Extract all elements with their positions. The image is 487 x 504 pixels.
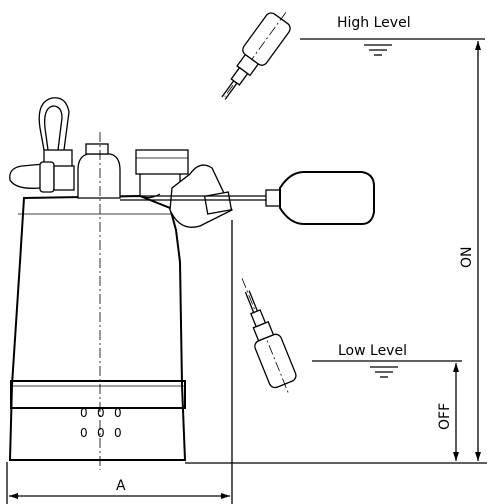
float-rod — [120, 189, 281, 207]
float-low-level — [241, 278, 297, 394]
vent-hole: 0 — [114, 426, 122, 440]
on-label: ON — [459, 247, 475, 269]
pump-handle — [38, 97, 73, 169]
pump-base-band — [10, 380, 186, 409]
cable-entry — [9, 161, 75, 193]
float-ball-high — [279, 171, 375, 225]
low-level-label: Low Level — [338, 343, 407, 359]
float-high-level — [221, 12, 291, 100]
off-label: OFF — [437, 403, 453, 430]
vent-hole: 0 — [80, 406, 88, 420]
high-level-label: High Level — [337, 15, 411, 31]
pump-body — [8, 194, 187, 461]
on-dimension — [475, 41, 481, 461]
low-level-line — [312, 360, 462, 378]
vent-hole: 0 — [97, 426, 105, 440]
motor-cap — [77, 143, 121, 199]
width-label: A — [116, 478, 126, 494]
vent-hole: 0 — [97, 406, 105, 420]
high-level-line — [300, 38, 485, 56]
width-dimension — [6, 220, 233, 504]
off-dimension — [453, 363, 459, 461]
vent-hole: 0 — [114, 406, 122, 420]
vent-holes: 0 0 0 0 0 0 — [80, 406, 122, 440]
vent-hole: 0 — [80, 426, 88, 440]
